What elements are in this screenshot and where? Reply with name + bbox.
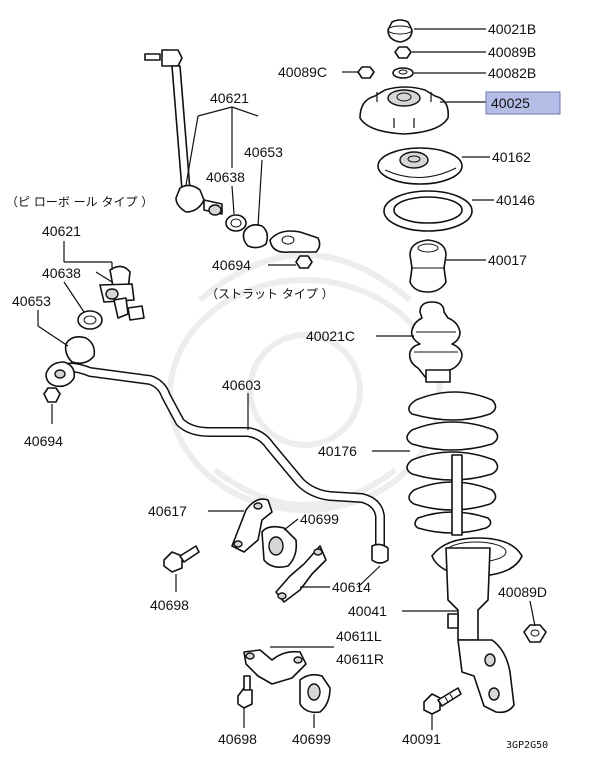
- label-40611l: 40611L: [336, 628, 382, 644]
- label-40694-left: 40694: [24, 433, 63, 449]
- label-40089c: 40089C: [278, 64, 327, 80]
- part-40699-bushing-mid: [261, 525, 298, 568]
- part-40614-bracket: [275, 545, 327, 603]
- part-40091-bolt: [423, 687, 462, 715]
- part-40698-bolt-bottom: [237, 675, 253, 709]
- label-40653-top: 40653: [244, 144, 283, 160]
- label-40611r: 40611R: [336, 651, 384, 667]
- part-40694-nut-left: [43, 387, 61, 403]
- label-40698-left: 40698: [150, 597, 189, 613]
- label-40176: 40176: [318, 443, 357, 459]
- label-40162: 40162: [492, 149, 531, 165]
- part-40176-coil-spring: [406, 391, 499, 534]
- label-40021b: 40021B: [488, 21, 536, 37]
- label-40025[interactable]: 40025: [491, 95, 530, 111]
- part-40041-shock-absorber: [431, 454, 523, 714]
- label-40653-left: 40653: [12, 293, 51, 309]
- label-40146: 40146: [496, 192, 535, 208]
- part-40089b-nut: [394, 46, 412, 59]
- part-40603-stabilizer-bar: [45, 361, 389, 564]
- note-strut-type: （ストラット タイプ ）: [206, 287, 334, 301]
- label-40041: 40041: [348, 603, 387, 619]
- part-40653-bushing-top: [242, 224, 269, 249]
- part-40162-spring-seat: [377, 147, 463, 185]
- part-40621-stabilizer-link-pillow-ball: [99, 265, 145, 321]
- part-40082b-washer: [392, 67, 414, 79]
- part-40617-bracket: [231, 498, 273, 553]
- label-40089d: 40089D: [498, 584, 547, 600]
- part-40017-bump-rubber: [409, 239, 447, 293]
- note-pillow-ball-type: （ピ ローボ ール タイプ ）: [6, 195, 153, 209]
- part-40021b-cap: [387, 19, 413, 43]
- part-40621-stabilizer-link-strut: [144, 49, 223, 216]
- highlight-box-40025: [485, 91, 561, 115]
- label-40638-top: 40638: [206, 169, 245, 185]
- part-40698-bolt-left: [163, 545, 200, 573]
- label-40082b: 40082B: [488, 65, 536, 81]
- part-40699-bushing-bottom: [299, 673, 331, 714]
- label-40621-left: 40621: [42, 223, 81, 239]
- part-40021c-dust-boot: [408, 301, 463, 383]
- label-40017: 40017: [488, 252, 527, 268]
- label-40694-top: 40694: [212, 257, 251, 273]
- leader-lines: [37, 28, 536, 730]
- label-40699-bottom: 40699: [292, 731, 331, 747]
- strut-bracket-fragment: [269, 230, 321, 254]
- part-40694-nut-top: [295, 255, 313, 269]
- part-40089d-nut: [523, 624, 547, 643]
- label-40091: 40091: [402, 731, 441, 747]
- label-40089b: 40089B: [488, 44, 536, 60]
- label-40021c: 40021C: [306, 328, 355, 344]
- label-40699-mid: 40699: [300, 511, 339, 527]
- part-40611-bracket: [243, 649, 307, 685]
- part-40638-washer-left: [77, 310, 103, 330]
- label-40621-top: 40621: [210, 90, 249, 106]
- label-40614: 40614: [332, 579, 371, 595]
- label-40638-left: 40638: [42, 265, 81, 281]
- part-40089c-nut: [357, 66, 375, 79]
- label-40603: 40603: [222, 377, 261, 393]
- part-40638-washer-top: [225, 214, 247, 232]
- label-40617: 40617: [148, 503, 187, 519]
- diagram-code: 3GP2G50: [506, 740, 548, 751]
- label-40698-bottom: 40698: [218, 731, 257, 747]
- part-40653-bushing-left: [64, 336, 96, 364]
- part-40146-spring-pad: [383, 190, 473, 232]
- part-40025-strut-mount: [359, 86, 450, 135]
